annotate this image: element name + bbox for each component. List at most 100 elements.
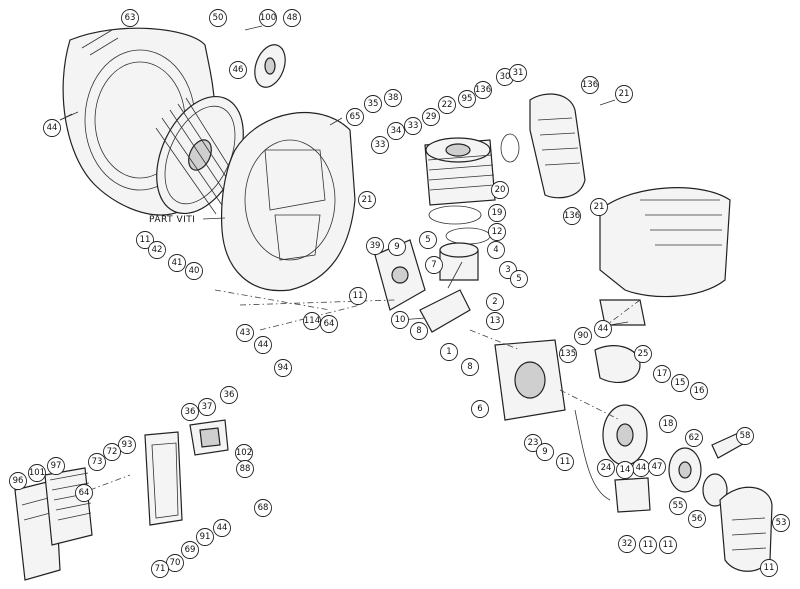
callout-balloon: 5 — [510, 270, 528, 288]
callout-number: 64 — [79, 488, 90, 498]
callout-balloon: 19 — [488, 204, 506, 222]
callout-number: 5 — [425, 235, 430, 245]
callout-circle — [213, 519, 231, 537]
callout-number: 18 — [663, 419, 674, 429]
callout-number: 65 — [350, 112, 361, 122]
callout-circle — [196, 528, 214, 546]
callout-balloon: 62 — [685, 429, 703, 447]
callout-balloon: 44 — [213, 519, 231, 537]
callout-number: 56 — [692, 514, 703, 524]
callout-circle — [471, 400, 489, 418]
callout-number: 136 — [582, 80, 598, 90]
callout-number: 34 — [391, 126, 402, 136]
callout-balloon: 33 — [371, 136, 389, 154]
callout-circle — [509, 64, 527, 82]
callout-number: 19 — [492, 208, 503, 218]
callout-circle — [690, 382, 708, 400]
callout-circle — [283, 9, 301, 27]
callout-balloon: 58 — [736, 427, 754, 445]
callout-balloon: 68 — [254, 499, 272, 517]
callout-balloon: 33 — [404, 117, 422, 135]
callout-number: 72 — [107, 447, 118, 457]
callout-number: 55 — [673, 501, 684, 511]
callout-circle — [346, 108, 364, 126]
callout-circle — [671, 374, 689, 392]
callout-circle — [236, 460, 254, 478]
callout-number: 7 — [431, 260, 436, 270]
callout-balloon: 37 — [198, 398, 216, 416]
callout-circle — [391, 311, 409, 329]
callout-circle — [358, 191, 376, 209]
callout-circle — [349, 287, 367, 305]
callout-number: 91 — [200, 532, 211, 542]
callout-circle — [659, 536, 677, 554]
callout-balloon: 101 — [28, 464, 46, 482]
callout-circle — [760, 559, 778, 577]
callout-number: 1 — [446, 347, 451, 357]
callout-number: 29 — [426, 112, 437, 122]
callout-circle — [28, 464, 46, 482]
callout-number: 14 — [620, 465, 631, 475]
callout-circle — [653, 365, 671, 383]
callout-circle — [618, 535, 636, 553]
callout-balloon: 41 — [168, 254, 186, 272]
callout-balloon: 35 — [364, 95, 382, 113]
callout-number: 37 — [202, 402, 213, 412]
callout-number: 63 — [125, 13, 136, 23]
callout-circle — [440, 343, 458, 361]
callout-number: 42 — [152, 245, 163, 255]
callout-circle — [556, 453, 574, 471]
callout-balloon: 38 — [384, 89, 402, 107]
callout-circle — [181, 403, 199, 421]
callout-circle — [688, 510, 706, 528]
callout-number: 44 — [636, 463, 647, 473]
callout-balloon: 36 — [181, 403, 199, 421]
callout-balloon: 94 — [274, 359, 292, 377]
callout-circle — [634, 345, 652, 363]
callout-balloon: 39 — [366, 237, 384, 255]
impeller-fan — [155, 95, 244, 215]
callout-circle — [491, 181, 509, 199]
callout-balloon: 90 — [574, 327, 592, 345]
callout-number: 11 — [353, 291, 364, 301]
callout-balloon: 95 — [458, 90, 476, 108]
callout-balloon: 55 — [669, 497, 687, 515]
callout-circle — [639, 536, 657, 554]
callout-number: 35 — [368, 99, 379, 109]
callout-balloon: 9 — [536, 443, 554, 461]
callout-number: 21 — [362, 195, 373, 205]
callout-number: 12 — [492, 227, 503, 237]
callout-balloon: 136 — [474, 81, 492, 99]
callout-balloon: 12 — [488, 223, 506, 241]
callout-circle — [75, 484, 93, 502]
callout-balloon: 73 — [88, 453, 106, 471]
callout-number: 39 — [370, 241, 381, 251]
callout-balloon: 5 — [419, 231, 437, 249]
callout-number: 21 — [619, 89, 630, 99]
callout-circle — [685, 429, 703, 447]
callout-circle — [536, 443, 554, 461]
callout-balloon: 32 — [618, 535, 636, 553]
callout-number: 44 — [258, 340, 269, 350]
callout-circle — [597, 459, 615, 477]
callout-balloon: 18 — [659, 415, 677, 433]
callout-circle — [510, 270, 528, 288]
callout-number: 11 — [663, 540, 674, 550]
callout-balloon: 31 — [509, 64, 527, 82]
callout-circle — [422, 108, 440, 126]
blower-housing — [221, 111, 356, 292]
callout-balloon: 44 — [254, 336, 272, 354]
callout-number: 24 — [601, 463, 612, 473]
callout-number: 33 — [408, 121, 419, 131]
callout-number: 102 — [236, 448, 252, 458]
callout-circle — [364, 95, 382, 113]
callout-balloon: 4 — [487, 241, 505, 259]
carburetor — [189, 419, 229, 456]
callout-number: 46 — [233, 65, 244, 75]
callout-circle — [371, 136, 389, 154]
callout-circle — [590, 198, 608, 216]
callout-number: 73 — [92, 457, 103, 467]
callout-balloon: 16 — [690, 382, 708, 400]
callout-circle — [229, 61, 247, 79]
